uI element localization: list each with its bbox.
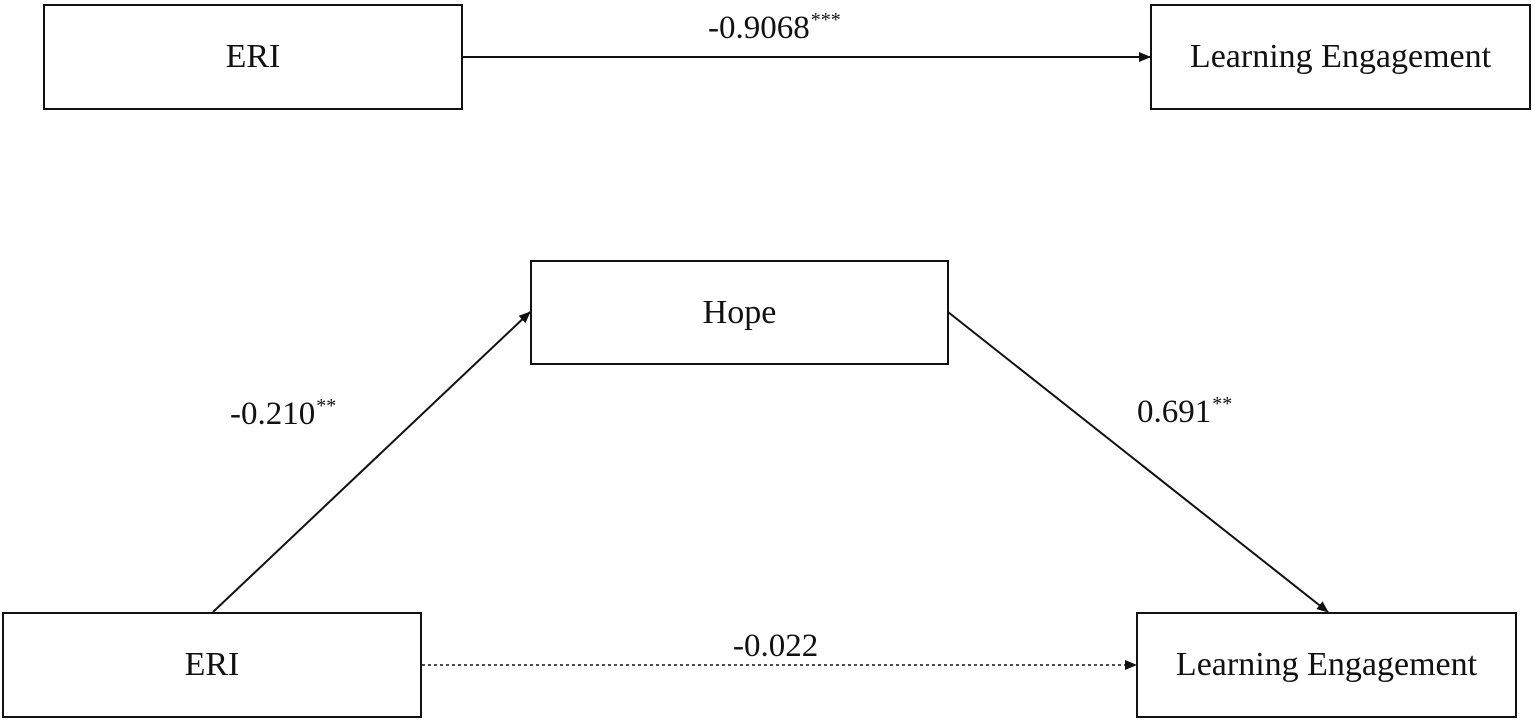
total-effect-value: -0.9068 xyxy=(708,10,810,46)
panel-b-eri-label: ERI xyxy=(184,646,240,683)
panel-a-eri-box: ERI xyxy=(43,4,463,110)
panel-a-eri-label: ERI xyxy=(225,38,281,75)
direct-effect-value: -0.022 xyxy=(733,628,819,664)
path-b-value: 0.691 xyxy=(1137,394,1212,430)
path-a-significance: ** xyxy=(316,395,337,417)
panel-b-learning-engagement-label: Learning Engagement xyxy=(1175,646,1478,683)
panel-b-eri-box: ERI xyxy=(2,612,422,718)
total-effect-significance: *** xyxy=(810,9,841,31)
panel-b-learning-engagement-box: Learning Engagement xyxy=(1136,612,1517,718)
direct-effect-coefficient: -0.022 xyxy=(733,628,819,663)
panel-a-learning-engagement-box: Learning Engagement xyxy=(1150,4,1531,110)
path-a-value: -0.210 xyxy=(230,396,316,432)
panel-a-learning-engagement-label: Learning Engagement xyxy=(1189,38,1492,75)
path-a-coefficient: -0.210** xyxy=(230,396,336,431)
total-effect-coefficient: -0.9068*** xyxy=(708,10,841,45)
panel-b-hope-box: Hope xyxy=(530,260,949,365)
arrow-path-a xyxy=(212,311,531,613)
path-b-significance: ** xyxy=(1212,393,1233,415)
arrow-path-b xyxy=(947,311,1329,613)
panel-b-hope-label: Hope xyxy=(702,293,777,331)
path-b-coefficient: 0.691** xyxy=(1137,394,1232,429)
